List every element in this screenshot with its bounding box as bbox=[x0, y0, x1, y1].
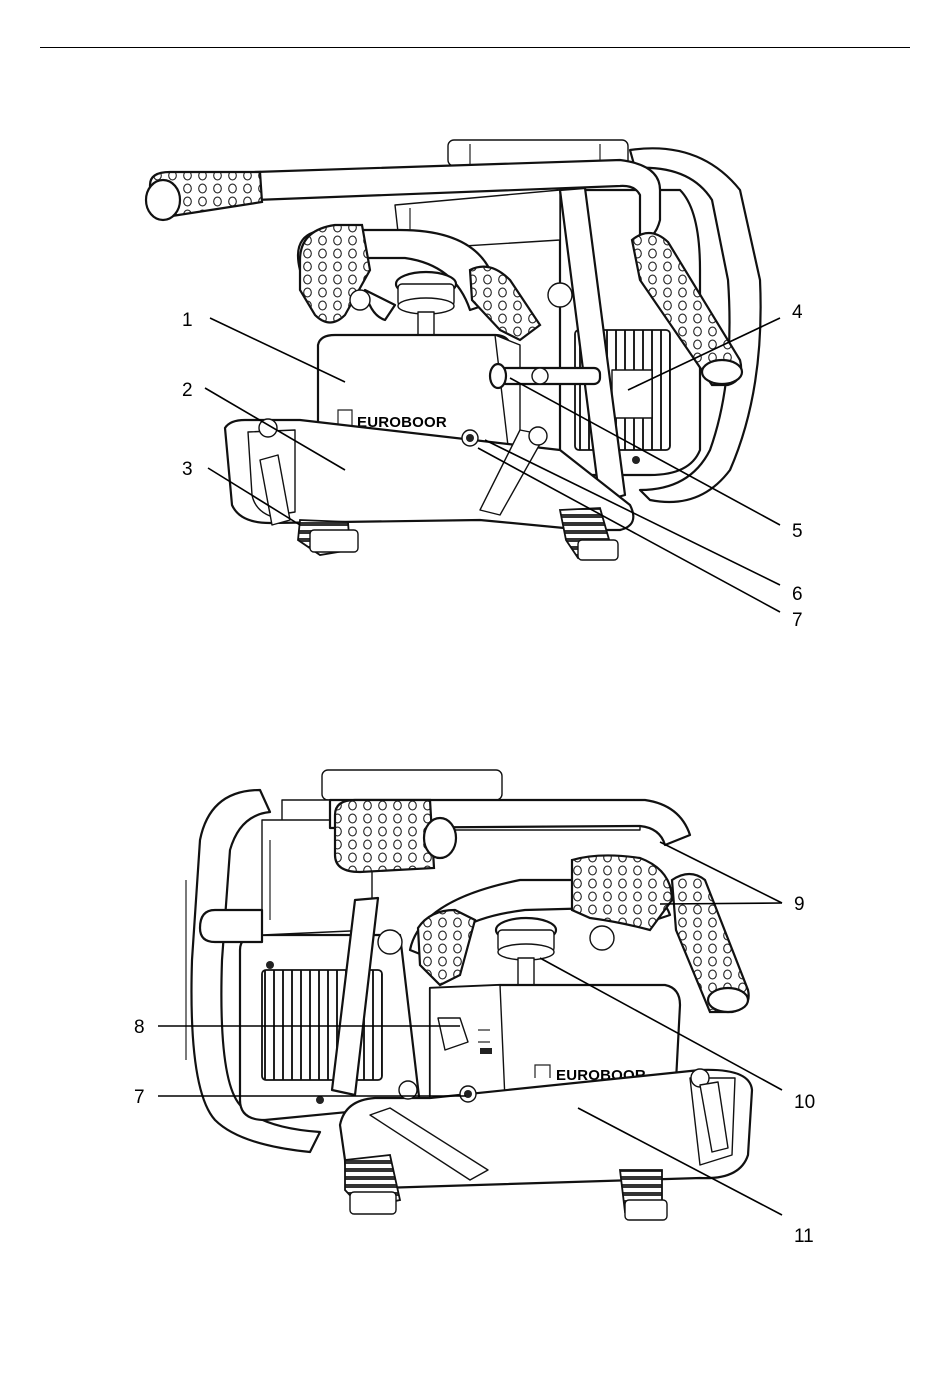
machine-drawing-top: EUROBOOR 1 2 bbox=[0, 130, 950, 650]
callout-7: 7 bbox=[134, 1087, 145, 1108]
machine-illustration-bottom: EUROBOOR 8 7 9 10 11 bbox=[0, 760, 950, 1250]
callout-9: 9 bbox=[794, 894, 805, 915]
header-rule bbox=[40, 47, 910, 48]
machine-drawing-bottom: EUROBOOR 8 7 9 10 11 bbox=[0, 760, 950, 1250]
callout-10: 10 bbox=[794, 1092, 815, 1113]
callout-6: 6 bbox=[792, 584, 803, 605]
callout-11: 11 bbox=[794, 1226, 814, 1247]
callout-5: 5 bbox=[792, 521, 803, 542]
base-plate bbox=[340, 1069, 752, 1188]
callout-8: 8 bbox=[134, 1017, 145, 1038]
callout-3: 3 bbox=[182, 459, 193, 480]
machine-illustration-top: EUROBOOR 1 2 bbox=[0, 130, 950, 650]
lever bbox=[490, 364, 600, 388]
callout-7: 7 bbox=[792, 610, 803, 631]
callout-2: 2 bbox=[182, 380, 193, 401]
callout-1: 1 bbox=[182, 310, 193, 331]
spindle-knob bbox=[496, 918, 556, 988]
callout-4: 4 bbox=[792, 302, 803, 323]
spindle-knob bbox=[396, 272, 456, 340]
